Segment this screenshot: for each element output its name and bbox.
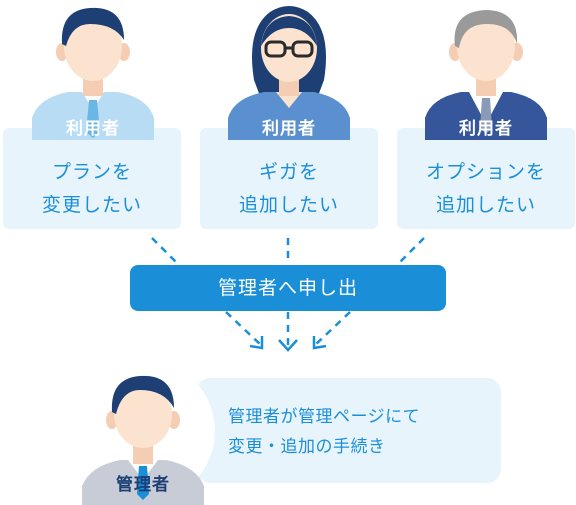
arrowhead-right — [312, 336, 327, 350]
role-label: 利用者 — [66, 119, 120, 139]
admin-role-label: 管理者 — [116, 475, 170, 495]
user-avatar-suit: 利用者 — [425, 0, 547, 140]
arrow-left-lower — [225, 311, 263, 347]
user-card-plan: プランを 変更したい — [3, 128, 181, 229]
arrowhead-left — [249, 336, 264, 350]
user-card-option: オプションを 追加したい — [397, 128, 575, 229]
user-avatar-casual: 利用者 — [32, 0, 154, 140]
user-request-text: オプションを 追加したい — [425, 161, 546, 216]
user-request-text: プランを 変更したい — [41, 161, 142, 216]
request-to-admin-bar: 管理者へ申し出 — [130, 265, 446, 311]
arrowhead-center — [278, 339, 298, 352]
admin-avatar: 管理者 — [70, 358, 216, 505]
admin-process-bubble: 管理者が管理ページにて 変更・追加の手続き — [196, 378, 501, 483]
arrow-right-upper — [397, 237, 425, 265]
role-label: 利用者 — [262, 119, 316, 139]
role-label: 利用者 — [459, 119, 513, 139]
arrow-left-upper — [151, 237, 179, 265]
user-card-giga: ギガを 追加したい — [200, 128, 378, 229]
arrow-right-lower — [313, 311, 351, 347]
user-avatar-glasses: 利用者 — [228, 0, 350, 140]
admin-process-text: 管理者が管理ページにて 変更・追加の手続き — [228, 407, 421, 457]
user-request-text: ギガを 追加したい — [238, 161, 339, 216]
